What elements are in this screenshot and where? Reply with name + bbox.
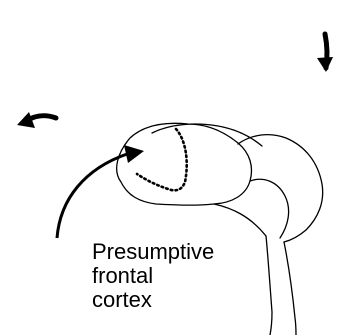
down-arrow-icon [317,34,333,72]
frontal-cortex-region [137,129,187,190]
label-line-2: frontal [92,264,214,288]
label-line-1: Presumptive [92,240,214,264]
left-arrow-icon [17,112,56,128]
pointer-arrow [57,145,144,238]
label-line-3: cortex [92,288,214,312]
region-label: Presumptive frontal cortex [92,240,214,312]
